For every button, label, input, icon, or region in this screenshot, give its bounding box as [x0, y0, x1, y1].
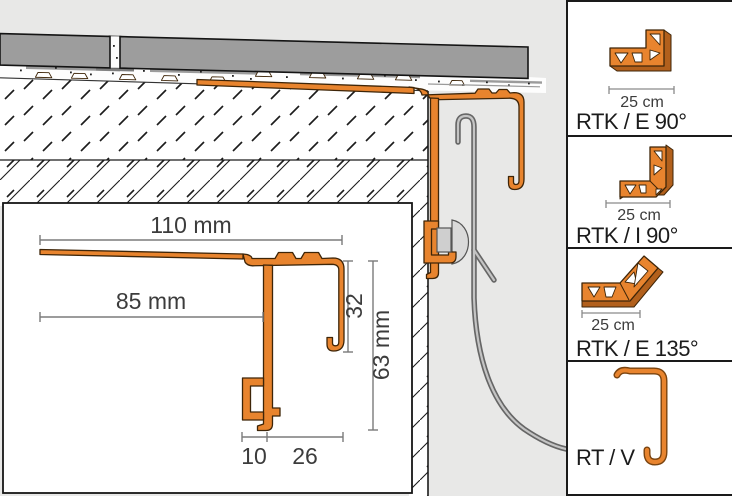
screed-layer: [0, 78, 428, 160]
accessory-panel-rtk-e-90: 25 cm RTK / E 90°: [568, 2, 732, 135]
inset-profile-section: [39, 248, 345, 432]
edge-profile: [196, 78, 525, 280]
fixing-screw: [436, 227, 452, 253]
connector-rt-v-icon: [613, 366, 668, 466]
drip-gutter-profile: [455, 113, 566, 452]
accessory-label: RTK / I 90°: [576, 223, 678, 247]
dimension-63mm: 63 mm: [368, 260, 394, 431]
dim-label-10: 10: [241, 443, 267, 469]
dimension-10-26: 10 26: [241, 432, 344, 469]
tile-covering: [0, 32, 529, 80]
dim-label-26: 26: [292, 443, 318, 469]
main-cross-section-drawing: 110 mm 85 mm 32 63 mm: [0, 32, 566, 496]
dim-label-25cm: 25 cm: [591, 317, 635, 334]
accessory-panel-rt-v: RT / V: [568, 360, 732, 492]
corner-external-135-icon: [581, 255, 664, 308]
dimension-25cm: 25 cm: [581, 310, 641, 334]
dimension-110mm: 110 mm: [39, 212, 343, 245]
dim-label-85mm: 85 mm: [116, 288, 186, 314]
dimension-inset-box: 110 mm 85 mm 32 63 mm: [2, 202, 413, 494]
dim-label-32: 32: [341, 293, 367, 319]
accessory-panel-rtk-i-90: 25 cm RTK / I 90°: [568, 135, 732, 247]
accessories-sidebar: 25 cm RTK / E 90°: [566, 0, 732, 496]
concrete-layer: [0, 159, 428, 496]
accessory-label: RTK / E 135°: [576, 336, 698, 360]
dim-label-25cm: 25 cm: [620, 94, 664, 111]
dimension-85mm: 85 mm: [39, 288, 264, 322]
accessory-label: RT / V: [576, 445, 635, 470]
accessory-panel-rtk-e-135: 25 cm RTK / E 135°: [568, 247, 732, 360]
accessory-label: RTK / E 90°: [576, 109, 687, 133]
corner-external-90-icon: [609, 29, 672, 72]
dimension-25cm: 25 cm: [608, 86, 675, 111]
dimension-25cm: 25 cm: [605, 200, 671, 224]
dimension-32: 32: [341, 260, 367, 353]
dim-label-63mm: 63 mm: [368, 310, 394, 380]
dim-label-110mm: 110 mm: [150, 212, 231, 238]
dim-label-25cm: 25 cm: [617, 207, 661, 224]
corner-internal-90-icon: [619, 144, 674, 200]
